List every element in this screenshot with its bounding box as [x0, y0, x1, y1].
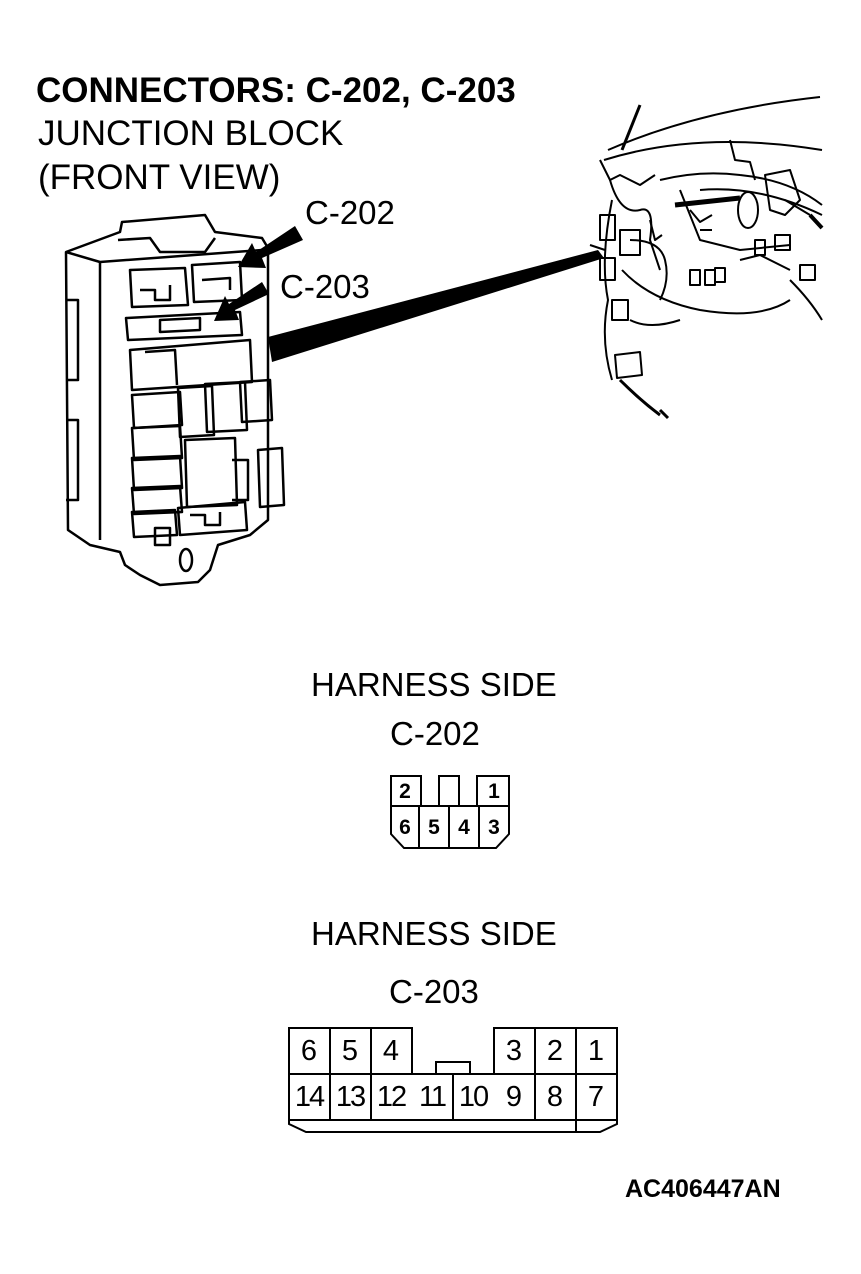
dashboard-inset-illustration [589, 96, 824, 420]
c203-pin: 10 [458, 1081, 489, 1113]
c203-pin: 7 [587, 1081, 605, 1113]
zoom-wedge [268, 250, 604, 362]
c203-connector-outline [288, 1027, 618, 1133]
c203-pin: 2 [546, 1035, 564, 1067]
c202-pin: 6 [399, 816, 411, 839]
c202-pin: 2 [399, 780, 411, 803]
figure-code: AC406447AN [625, 1175, 781, 1203]
subtitle-junction-block: JUNCTION BLOCK [38, 114, 344, 153]
c202-pin: 4 [458, 816, 470, 839]
c203-connector-name: C-203 [389, 973, 479, 1010]
c203-pin: 6 [300, 1035, 318, 1067]
c203-harness-side-heading: HARNESS SIDE [311, 915, 557, 952]
c202-connector-name: C-202 [390, 715, 480, 752]
subtitle-front-view: (FRONT VIEW) [38, 158, 281, 197]
c203-key-slot [435, 1061, 471, 1075]
c203-pin: 11 [418, 1081, 447, 1113]
junction-block-illustration [64, 213, 286, 587]
arrow-c203 [214, 282, 269, 321]
c202-pin: 1 [488, 780, 500, 803]
c202-pin: 3 [488, 816, 500, 839]
callout-c203-label: C-203 [280, 268, 370, 305]
c203-pin: 13 [335, 1081, 366, 1113]
c202-connector-outline [390, 775, 510, 849]
c202-key-slot [438, 775, 460, 807]
c203-pin: 3 [505, 1035, 523, 1067]
callout-c202-label: C-202 [305, 194, 395, 231]
c203-pin: 14 [294, 1081, 325, 1113]
c203-pin: 4 [382, 1035, 400, 1067]
c202-harness-side-heading: HARNESS SIDE [311, 666, 557, 703]
c203-pin: 8 [546, 1081, 564, 1113]
c203-pin: 5 [341, 1035, 359, 1067]
arrow-c202 [238, 226, 303, 268]
c203-pin: 9 [505, 1081, 523, 1113]
c203-pin: 1 [587, 1035, 605, 1067]
page-title: CONNECTORS: C-202, C-203 [36, 71, 516, 110]
c202-pin: 5 [428, 816, 440, 839]
c203-pin: 12 [376, 1081, 407, 1113]
